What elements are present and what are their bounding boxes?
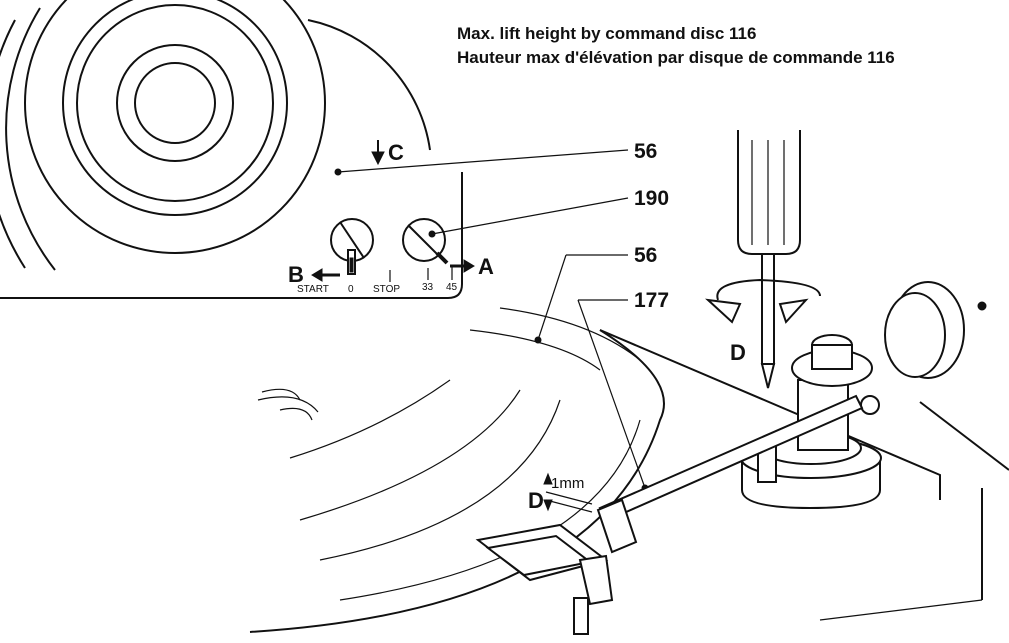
- start-knob-indicator: [339, 221, 365, 259]
- ref-56-top: 56: [634, 140, 657, 163]
- groove-3: [279, 407, 313, 421]
- letter-d-screw: D: [730, 340, 746, 365]
- record-circle-groove: [76, 4, 274, 202]
- counterweight-dial: [884, 281, 987, 379]
- screwdriver-handle: [737, 130, 801, 255]
- base-plate-outline: [0, 172, 463, 299]
- rotation-arrow-left: [705, 298, 742, 324]
- start-knob: [330, 218, 374, 275]
- groove-9: [499, 307, 641, 361]
- pivot-neck: [811, 344, 853, 370]
- ref-177: 177: [634, 289, 669, 312]
- letter-b: B: [288, 262, 304, 287]
- headshell: [475, 498, 638, 635]
- record-circle-outer: [24, 0, 326, 254]
- groove-6: [319, 399, 561, 561]
- top-view-turntable: C 56 190 START 0 STOP 33 45: [0, 0, 669, 299]
- screwdriver: [737, 130, 801, 389]
- groove-5: [299, 389, 521, 521]
- record-label-outer: [116, 44, 234, 162]
- platter-outer-arc: [0, 19, 26, 269]
- speed-knob-pointer: [435, 251, 449, 265]
- label-45: 45: [446, 282, 458, 293]
- platter-rim: [249, 329, 665, 633]
- speed-knob: [402, 218, 449, 265]
- ref-190: 190: [634, 187, 669, 210]
- letter-d-gap: D: [528, 488, 544, 513]
- label-stop: STOP: [373, 284, 400, 295]
- caption: Max. lift height by command disc 116 Hau…: [457, 22, 895, 70]
- pivot-screw: [860, 395, 880, 415]
- finger-lift: [573, 597, 589, 635]
- label-start: START: [297, 284, 329, 295]
- record-circle-mid: [62, 0, 288, 216]
- letter-a: A: [478, 254, 494, 279]
- screwdriver-shaft: [761, 253, 775, 365]
- caption-english: Max. lift height by command disc 116: [457, 24, 757, 43]
- screwdriver-tip: [760, 363, 776, 389]
- groove-2: [261, 388, 301, 401]
- arrow-c-head: [371, 151, 385, 166]
- gap-arrow-up: [543, 472, 553, 485]
- rotation-arrow-right: [778, 298, 809, 324]
- gap-arrow-down: [543, 499, 553, 512]
- groove-1: [257, 396, 319, 413]
- arrow-b-head: [311, 268, 323, 282]
- start-knob-lever-fill: [349, 257, 354, 273]
- groove-4: [289, 379, 451, 459]
- gap-line-1: [545, 491, 593, 505]
- perspective-turntable: 56 177 D: [249, 130, 1009, 635]
- platter-arc-2: [5, 7, 56, 271]
- letter-c: C: [388, 140, 404, 165]
- label-33: 33: [422, 282, 434, 293]
- leader-56-top: [337, 149, 629, 173]
- dial-face: [884, 292, 946, 378]
- label-1mm: 1mm: [551, 475, 584, 492]
- leader-56-mid-a: [537, 254, 567, 341]
- ref-56-mid: 56: [634, 244, 657, 267]
- leader-177-a: [577, 299, 646, 489]
- platter-arc-right: [307, 19, 431, 151]
- cartridge-body: [578, 554, 614, 606]
- leader-190: [431, 197, 629, 235]
- caption-french: Hauteur max d'élévation par disque de co…: [457, 48, 895, 67]
- record-label-inner: [134, 62, 216, 144]
- groove-8: [469, 329, 601, 371]
- headshell-clamp: [596, 498, 638, 554]
- base-right-edge: [919, 401, 1009, 471]
- base-top-edge: [599, 329, 941, 500]
- label-zero: 0: [348, 284, 354, 295]
- rotation-arc: [716, 278, 821, 301]
- base-bottom-edge: [819, 599, 983, 621]
- gap-line-2: [545, 499, 593, 513]
- arrow-a-head: [463, 259, 475, 273]
- dial-knob: [977, 301, 987, 311]
